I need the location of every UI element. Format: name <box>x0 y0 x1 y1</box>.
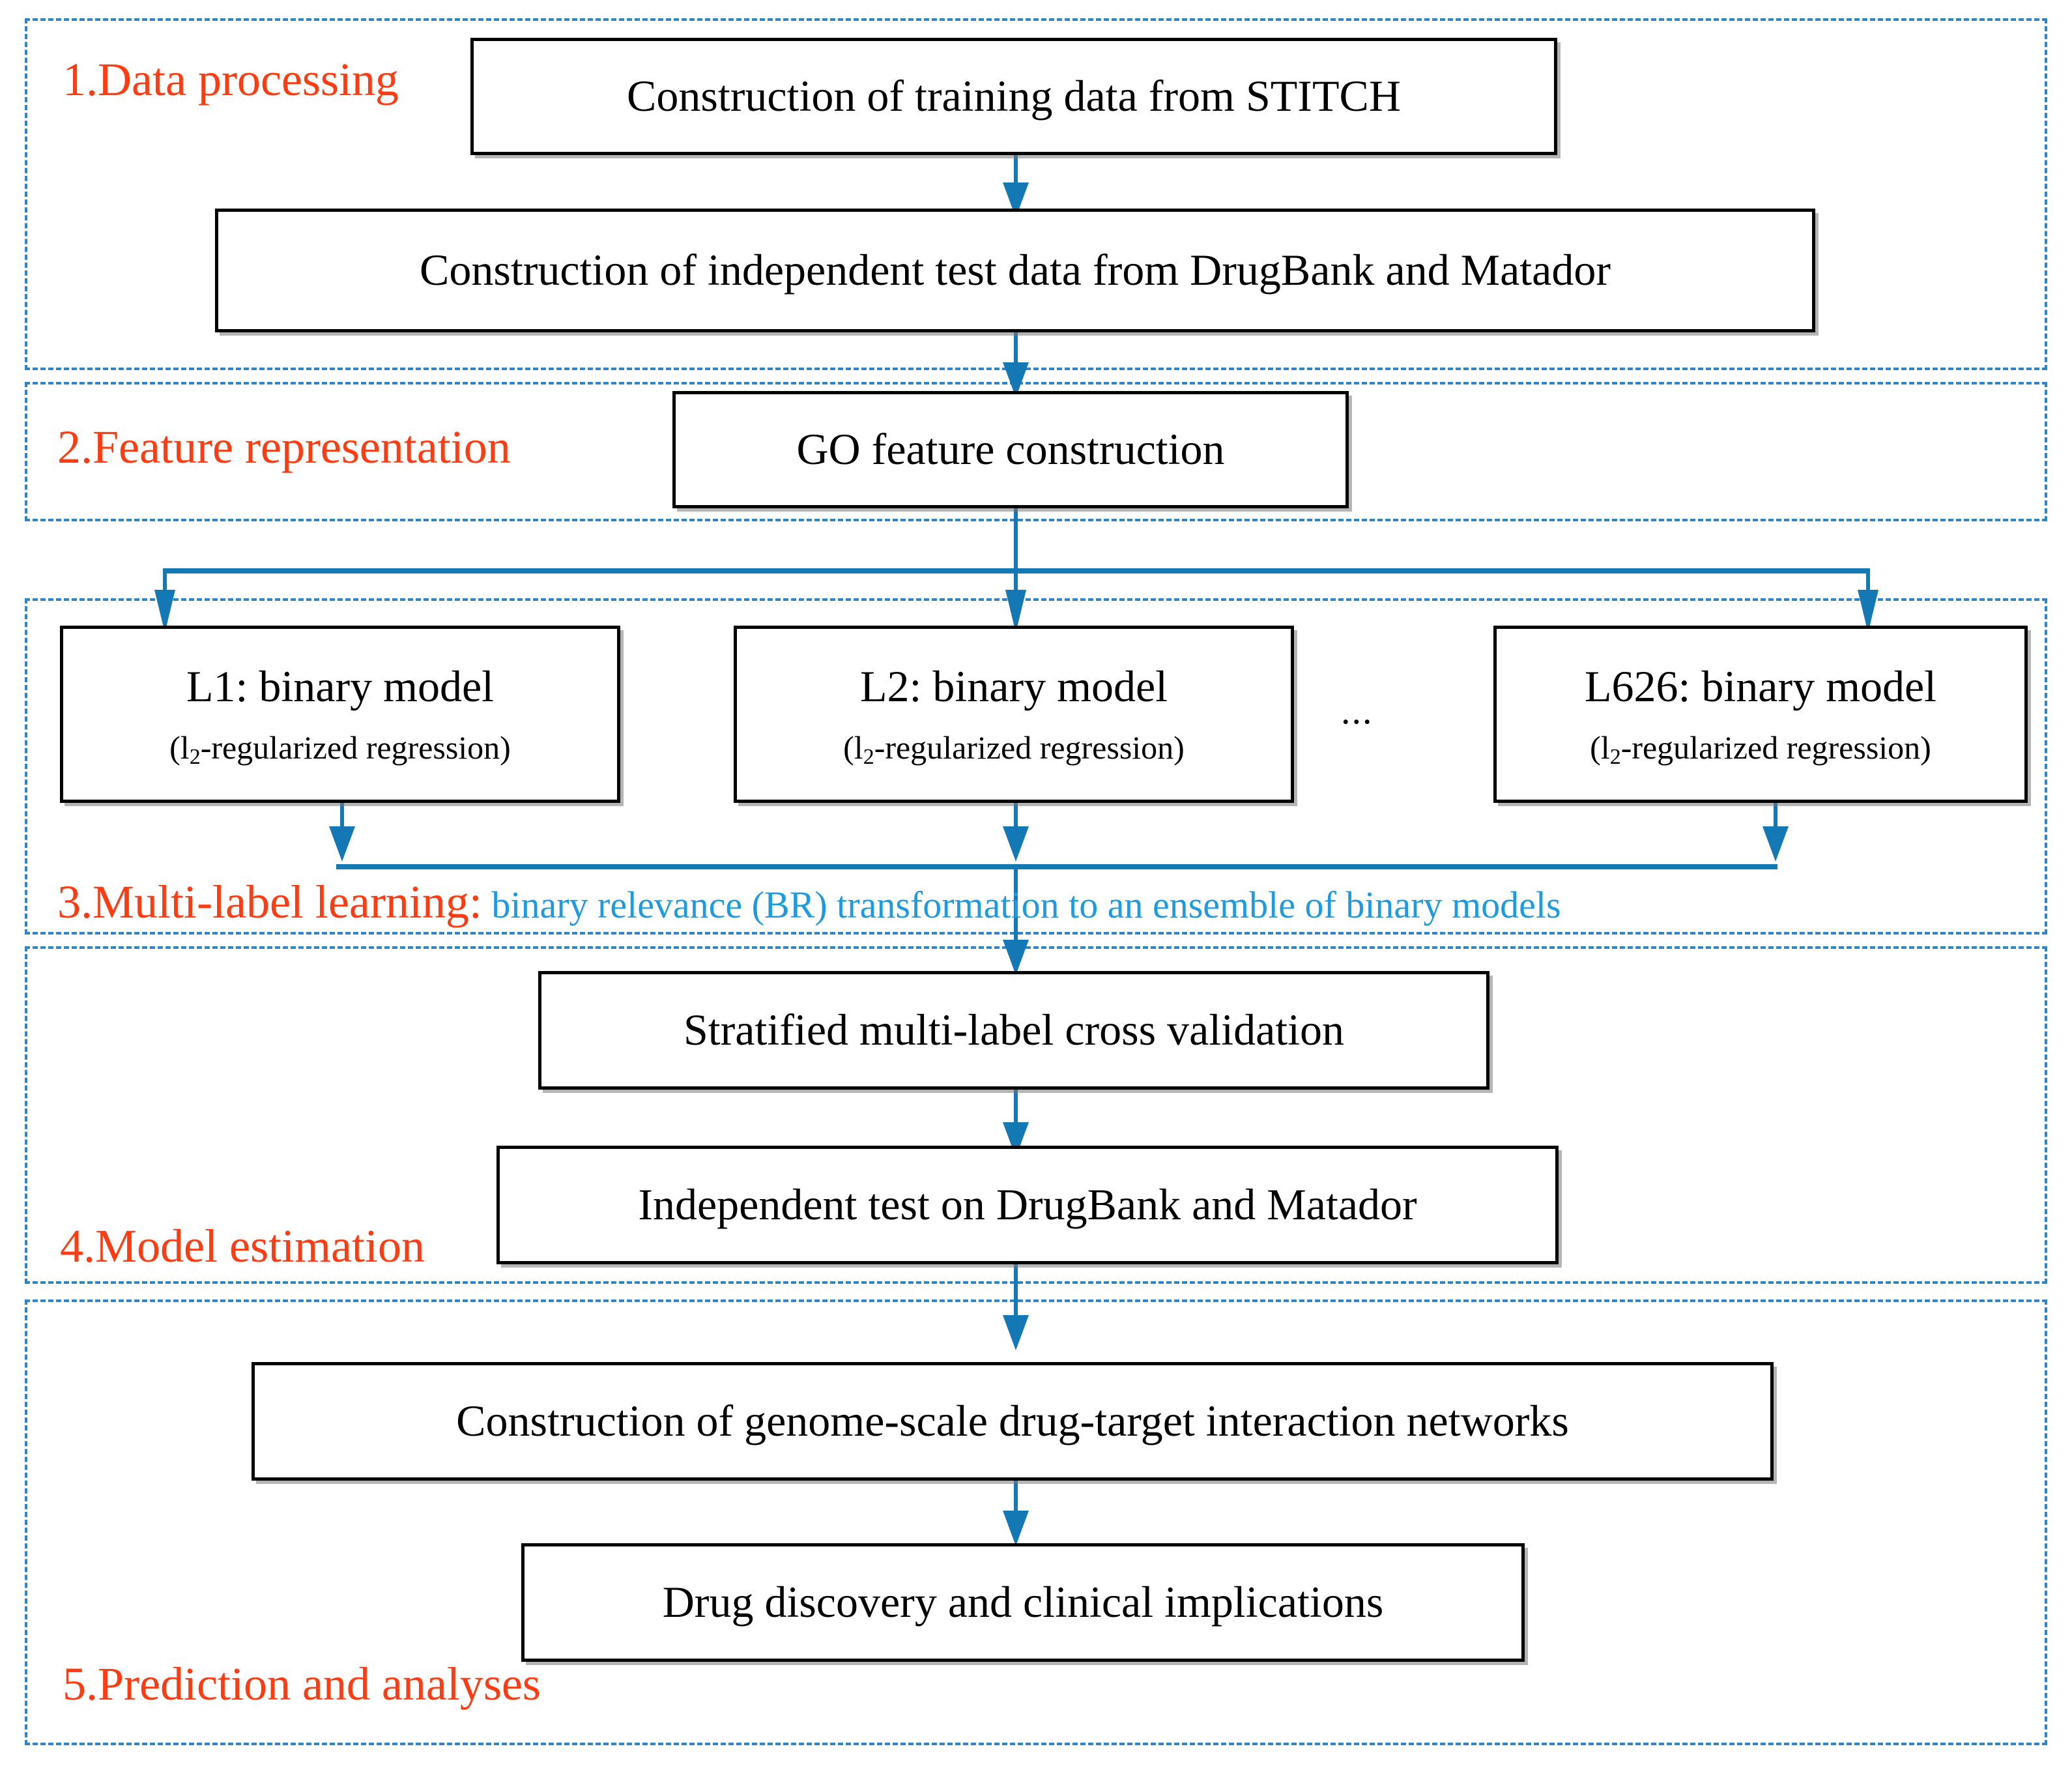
box-training-data-label: Construction of training data from STITC… <box>627 71 1401 121</box>
connector-collector-horizontal <box>336 864 1777 869</box>
box-model-l626-subtitle: (l2-regularized regression) <box>1590 729 1931 770</box>
section-label-multi-label-learning-sub: binary relevance (BR) transformation to … <box>482 884 1561 926</box>
arrowhead-l1-down <box>329 826 355 862</box>
box-model-l1[interactable]: L1: binary model (l2-regularized regress… <box>60 626 620 803</box>
connector-l2-down <box>1014 803 1018 837</box>
arrowhead-l626-down <box>1763 826 1789 862</box>
connector-go-to-bus <box>1014 508 1018 572</box>
section-label-multi-label-learning: 3.Multi-label learning: binary relevance… <box>57 878 1561 925</box>
box-model-l626-title: L626: binary model <box>1584 661 1937 711</box>
section-panel-prediction-analyses <box>25 1299 2047 1745</box>
box-drug-discovery-label: Drug discovery and clinical implications <box>662 1577 1384 1627</box>
arrowhead-indtest-to-network <box>1003 1315 1029 1350</box>
ellipsis-between-models: ... <box>1341 689 1374 732</box>
section-label-model-estimation: 4.Model estimation <box>60 1220 425 1272</box>
box-model-l626[interactable]: L626: binary model (l2-regularized regre… <box>1493 626 2028 803</box>
box-independent-test[interactable]: Independent test on DrugBank and Matador <box>496 1146 1559 1264</box>
box-go-feature-construction-label: GO feature construction <box>796 424 1225 474</box>
section-panel-data-processing <box>25 18 2047 370</box>
arrowhead-network-to-discovery <box>1003 1511 1029 1546</box>
section-label-multi-label-learning-main: 3.Multi-label learning: <box>57 876 482 928</box>
section-panel-feature-representation <box>25 382 2047 521</box>
section-panel-multi-label-learning <box>25 598 2047 935</box>
box-independent-test-data-label: Construction of independent test data fr… <box>420 245 1611 295</box>
connector-collector-to-cv <box>1014 864 1018 962</box>
section-label-prediction-analyses: 5.Prediction and analyses <box>63 1658 541 1710</box>
box-training-data[interactable]: Construction of training data from STITC… <box>470 38 1557 155</box>
arrowhead-collector-to-cv <box>1003 940 1029 975</box>
box-go-feature-construction[interactable]: GO feature construction <box>672 391 1349 508</box>
connector-l626-down <box>1774 803 1777 837</box>
box-model-l2[interactable]: L2: binary model (l2-regularized regress… <box>734 626 1294 803</box>
box-model-l2-title: L2: binary model <box>859 661 1168 711</box>
box-model-l2-subtitle: (l2-regularized regression) <box>843 729 1185 770</box>
box-cross-validation-label: Stratified multi-label cross validation <box>683 1005 1345 1055</box>
connector-cv-to-indtest <box>1014 1090 1018 1135</box>
box-model-l1-subtitle: (l2-regularized regression) <box>169 729 511 770</box>
connector-l1-down <box>340 803 344 837</box>
section-label-data-processing: 1.Data processing <box>63 53 399 106</box>
box-independent-test-data[interactable]: Construction of independent test data fr… <box>215 209 1815 332</box>
box-drug-discovery[interactable]: Drug discovery and clinical implications <box>521 1543 1525 1662</box>
connector-training-to-test <box>1014 154 1018 193</box>
box-independent-test-label: Independent test on DrugBank and Matador <box>638 1180 1417 1230</box>
section-panel-model-estimation <box>25 946 2047 1284</box>
box-network-construction[interactable]: Construction of genome-scale drug-target… <box>252 1362 1774 1481</box>
box-cross-validation[interactable]: Stratified multi-label cross validation <box>538 971 1489 1090</box>
connector-indtest-to-network <box>1014 1264 1018 1327</box>
section-label-feature-representation: 2.Feature representation <box>57 421 511 473</box>
connector-network-to-discovery <box>1014 1481 1018 1526</box>
box-network-construction-label: Construction of genome-scale drug-target… <box>456 1396 1569 1446</box>
box-model-l1-title: L1: binary model <box>186 661 495 711</box>
connector-test-to-go <box>1014 331 1018 383</box>
arrowhead-l2-down <box>1003 826 1029 862</box>
